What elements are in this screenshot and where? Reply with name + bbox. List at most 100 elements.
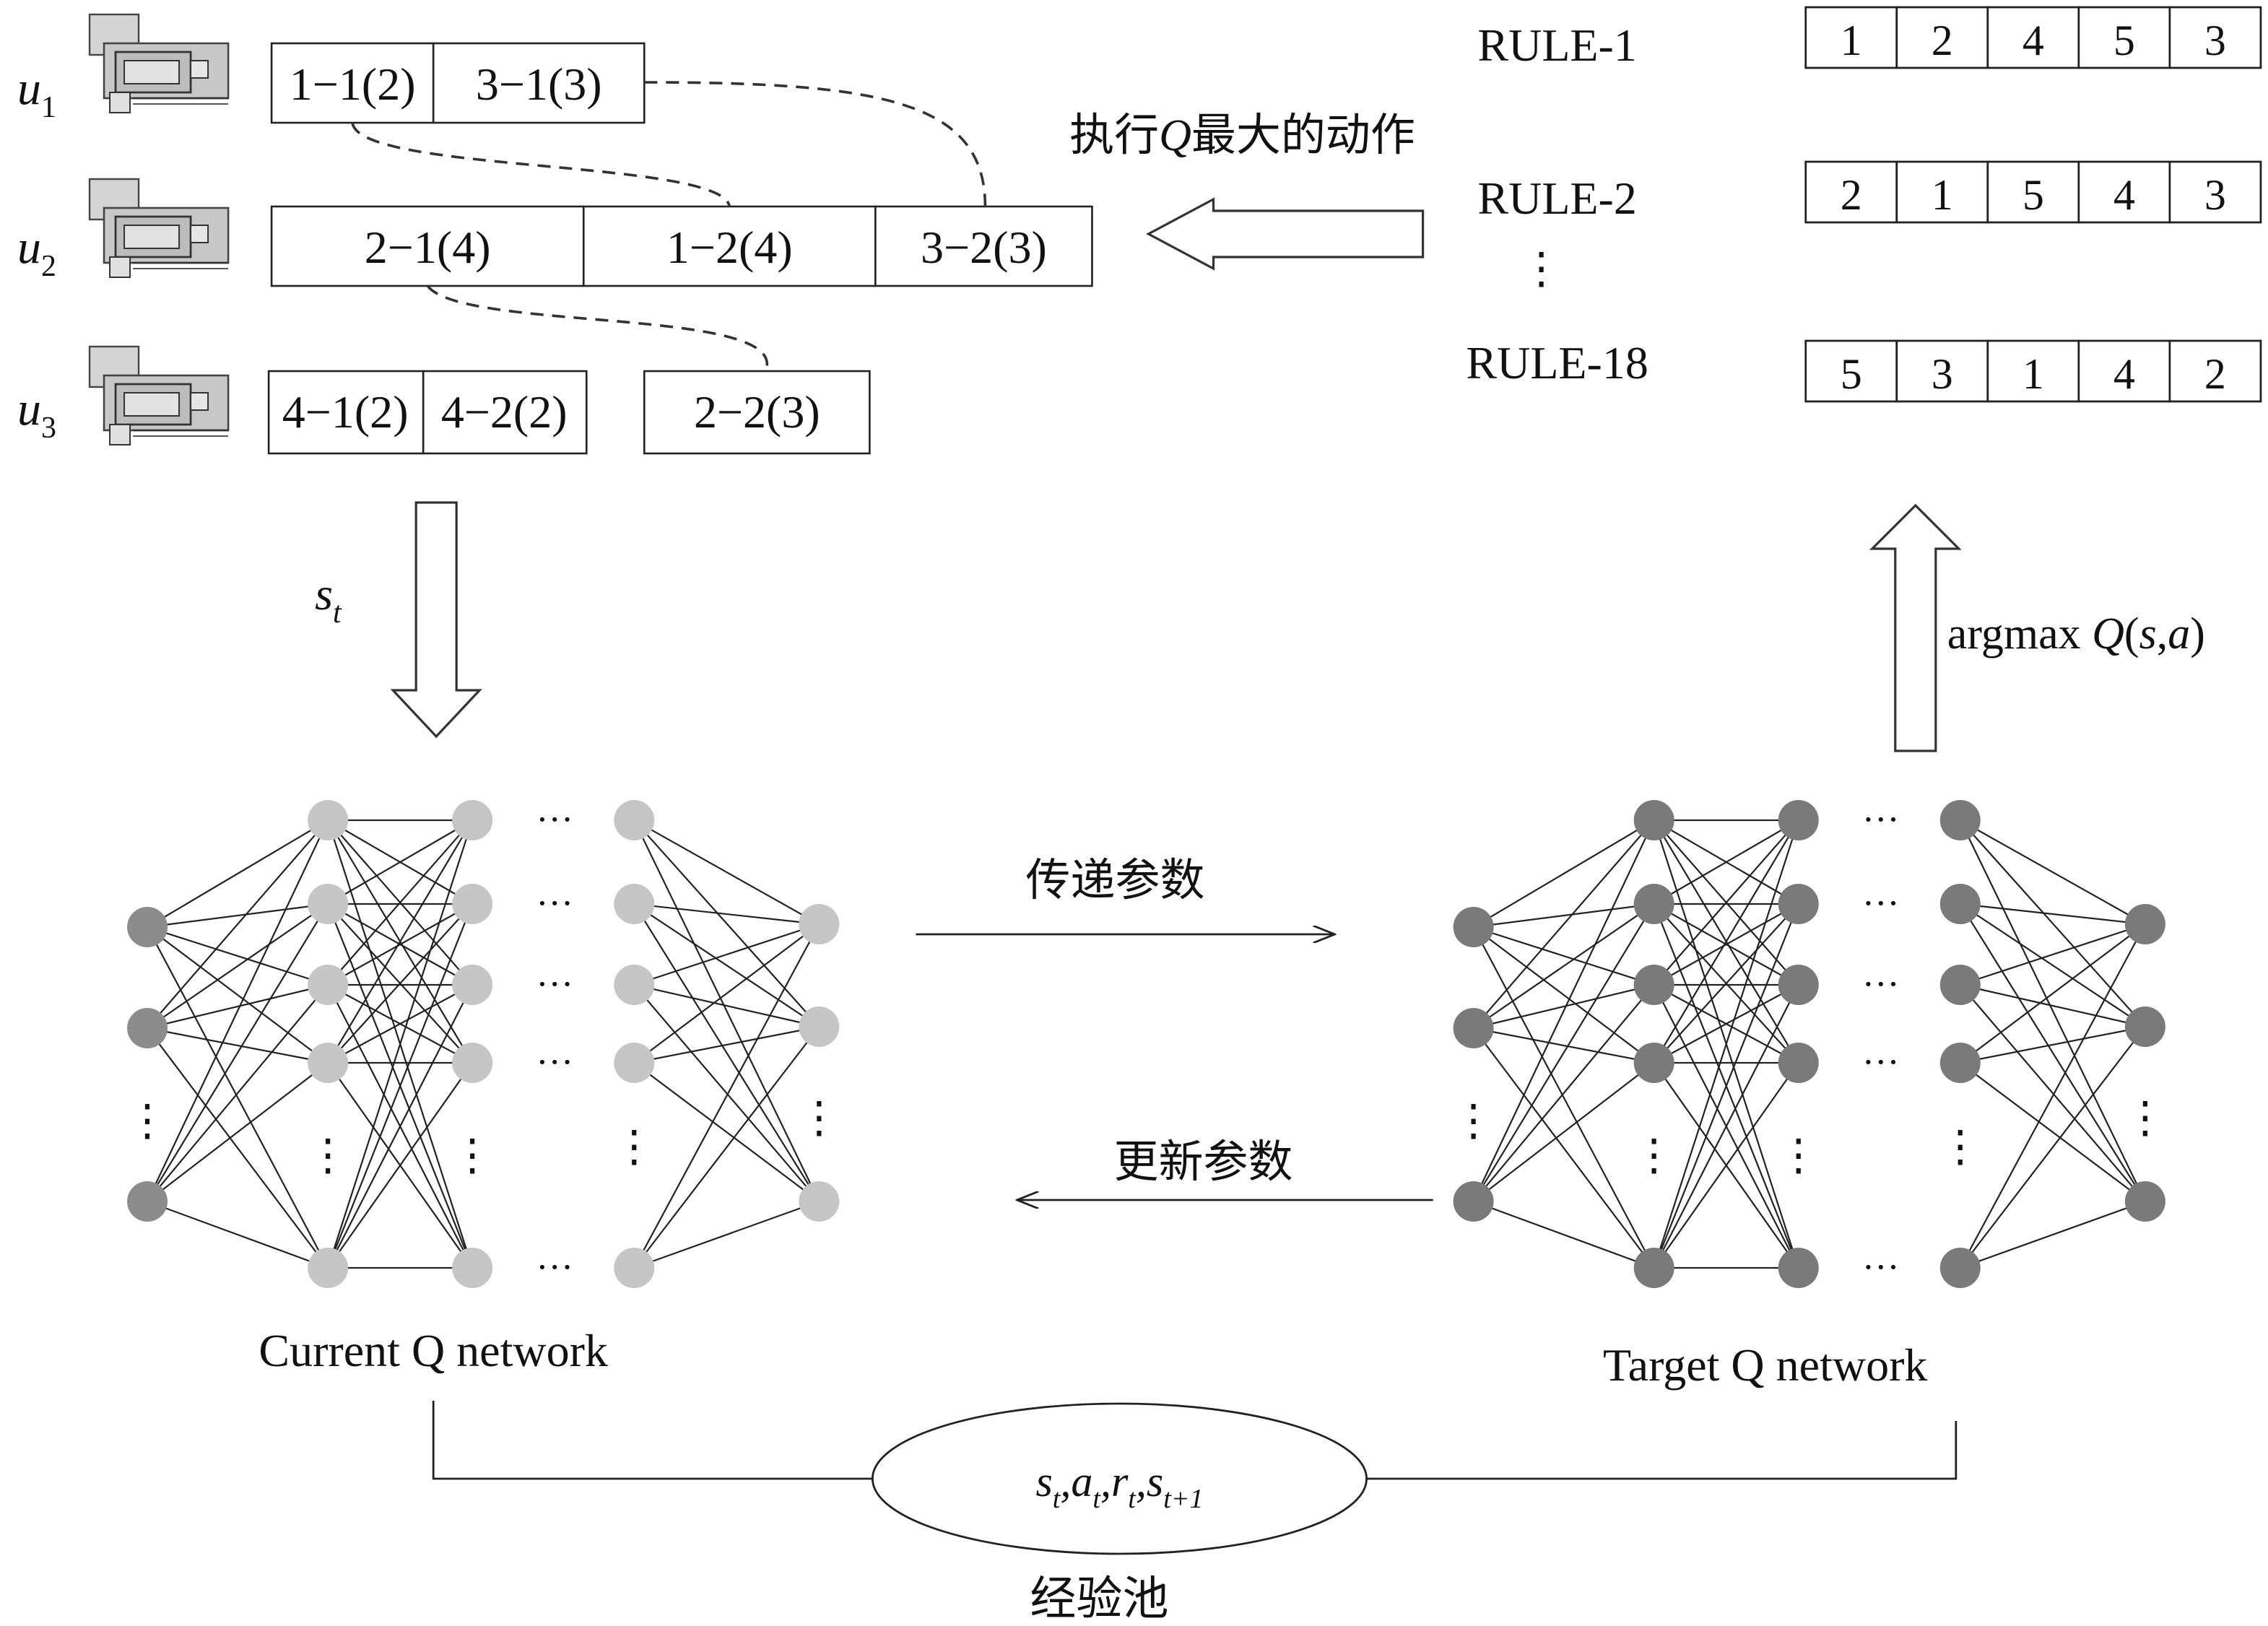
network-node: [2124, 904, 2165, 944]
network-edge: [147, 819, 329, 1029]
precedence-link: [644, 81, 987, 207]
rule-seq-value: 3: [2204, 171, 2226, 219]
network-edge: [327, 819, 473, 905]
network-edge: [633, 923, 820, 986]
rule-seq-value: 5: [2022, 171, 2044, 219]
network-edge: [147, 1027, 329, 1064]
network-edge: [1653, 819, 1799, 1064]
rule-seq-cell: [2168, 160, 2262, 224]
machine-icon: [88, 345, 230, 446]
ellipsis-vertical: ⋮: [1520, 245, 1563, 292]
current-q-network: ···············⋮⋮⋮⋮⋮: [126, 799, 840, 1288]
rule-seq-cell: [1895, 339, 1989, 403]
network-edge: [1473, 1027, 1654, 1064]
execute-action-label: 执行Q最大的动作: [1069, 111, 1415, 160]
network-edge: [1653, 984, 1799, 1269]
network-edge: [147, 903, 329, 929]
network-edge: [1960, 1200, 2146, 1269]
network-node: [1778, 965, 1819, 1005]
op-label: 2−1(4): [365, 222, 491, 273]
rule-seq-value: 4: [2022, 17, 2044, 64]
network-edge: [1960, 923, 2146, 1064]
ellipsis-vertical: ⋮: [612, 1123, 656, 1170]
network-node: [2124, 1181, 2165, 1222]
network-edge: [147, 1027, 329, 1269]
network-edge: [1473, 903, 1654, 929]
network-node: [1633, 1043, 1674, 1083]
network-node: [614, 800, 655, 840]
network-edge: [1473, 1200, 1655, 1269]
network-node: [799, 1181, 840, 1222]
network-node: [452, 1043, 493, 1083]
network-edge: [1959, 819, 2146, 1027]
network-edge: [147, 926, 329, 1064]
network-edge: [633, 984, 820, 1202]
ellipsis-vertical: ⋮: [126, 1097, 169, 1144]
network-edge: [327, 903, 473, 986]
network-edge: [633, 903, 820, 1027]
machine-row-u3: u3 4−1(2) 4−2(2) 2−2(3): [17, 345, 871, 455]
ellipsis-vertical: ⋮: [451, 1131, 494, 1179]
rule-seq-value: 1: [2022, 350, 2044, 398]
ellipsis-vertical: ⋮: [797, 1094, 840, 1142]
network-edge: [633, 1026, 820, 1269]
network-edge: [633, 923, 820, 1064]
rule-seq-value: 3: [1932, 350, 1953, 398]
op-cell: [582, 205, 877, 287]
target-q-network: ···············⋮⋮⋮⋮⋮: [1452, 799, 2167, 1288]
ellipsis-horizontal: ···: [1862, 883, 1900, 924]
ellipsis-vertical: ⋮: [1633, 1131, 1676, 1179]
rule-seq-cell: [1986, 339, 2080, 403]
machine-icon: [88, 13, 230, 114]
network-node: [1633, 1248, 1674, 1288]
network-edge: [1472, 1062, 1655, 1202]
op-cell: [874, 205, 1093, 287]
rule-seq-cell: [1804, 6, 1898, 69]
network-edge: [1960, 923, 2146, 986]
network-edge: [147, 903, 329, 1029]
network-edge: [633, 1062, 820, 1202]
network-edge: [1653, 819, 1799, 1269]
op-cell: [267, 370, 425, 455]
network-node: [1778, 1043, 1819, 1083]
machine-label-u2: u2: [17, 221, 56, 283]
network-node: [308, 965, 349, 1005]
network-edge: [1960, 1025, 2146, 1064]
network-edge: [634, 983, 820, 1028]
network-node: [1633, 800, 1674, 840]
machine-row-u2: u2 2−1(4) 1−2(4) 3−2(3): [17, 178, 1093, 287]
network-edge: [1959, 923, 2146, 1269]
argmax-label: argmax Q(s,a): [1947, 609, 2205, 658]
network-node: [1453, 1181, 1494, 1222]
network-edge: [147, 903, 329, 1202]
network-node: [799, 1007, 840, 1047]
network-edge: [1473, 819, 1655, 928]
pool-link-right: [1366, 1421, 1958, 1480]
machine-icon: [88, 178, 230, 279]
ellipsis-horizontal: ···: [536, 1247, 573, 1288]
rule-seq-value: 2: [1932, 17, 1953, 64]
network-node: [1778, 800, 1819, 840]
network-edge: [327, 819, 474, 1064]
network-edge: [633, 903, 820, 1202]
update-params-label: 更新参数: [1113, 1138, 1292, 1187]
network-edge: [147, 984, 329, 1202]
op-cell: [643, 370, 871, 455]
ellipsis-vertical: ⋮: [2124, 1094, 2167, 1142]
network-edge: [147, 1062, 329, 1202]
network-edge: [1653, 903, 1799, 1269]
pool-link-left: [432, 1401, 873, 1480]
rule-seq-value: 5: [2113, 17, 2135, 64]
ellipsis-horizontal: ···: [536, 799, 573, 840]
network-node: [308, 800, 349, 840]
network-edge: [1654, 984, 1799, 1064]
network-edge: [633, 923, 820, 1269]
network-node: [308, 1248, 349, 1288]
ellipsis-horizontal: ···: [1862, 964, 1900, 1005]
op-label: 3−2(3): [921, 222, 1047, 273]
rule-seq-value: 1: [1841, 17, 1862, 64]
network-edge: [147, 1200, 329, 1269]
network-edge: [147, 926, 329, 1269]
network-node: [614, 884, 655, 924]
